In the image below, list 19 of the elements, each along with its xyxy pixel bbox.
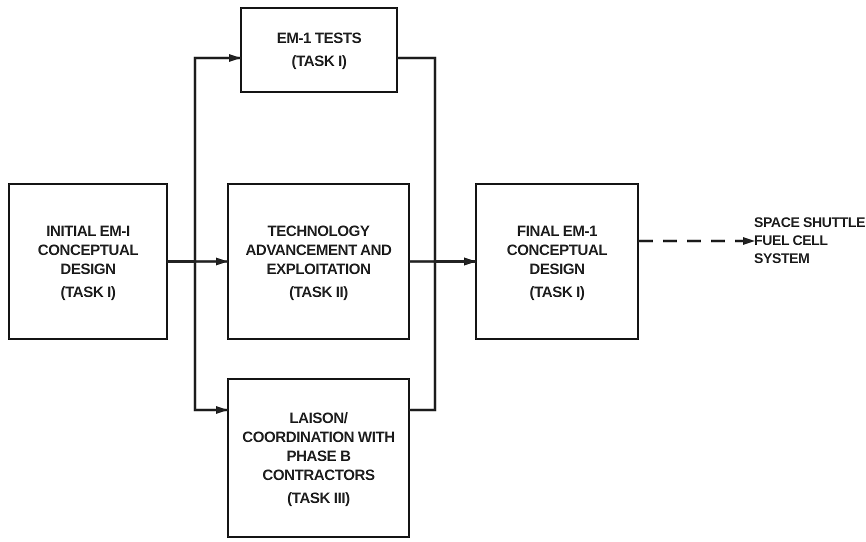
- box-title: EM-1 TESTS: [276, 29, 362, 48]
- process-box: [240, 7, 398, 93]
- task-label: (TASK I): [60, 282, 116, 302]
- arrow: [639, 237, 755, 245]
- task-label: (TASK I): [291, 52, 347, 71]
- box-title: INITIAL EM-I CONCEPTUAL DESIGN: [36, 222, 140, 278]
- process-box: [8, 183, 168, 340]
- arrow: [410, 258, 476, 412]
- arrow: [168, 260, 228, 414]
- process-box: [227, 183, 410, 340]
- box-title: LAISON/ COORDINATION WITH PHASE B CONTRACTORS: [241, 408, 396, 484]
- process-box: [227, 378, 410, 538]
- box-title: FINAL EM-1 CONCEPTUAL DESIGN: [506, 222, 608, 278]
- task-label: (TASK III): [287, 488, 350, 508]
- process-box: [475, 183, 639, 340]
- box-title: TECHNOLOGY ADVANCEMENT AND EXPLOITATION: [244, 222, 393, 278]
- task-label: (TASK II): [289, 282, 348, 302]
- task-label: (TASK I): [529, 282, 585, 302]
- box-title: SPACE SHUTTLE FUEL CELL SYSTEM: [754, 213, 866, 267]
